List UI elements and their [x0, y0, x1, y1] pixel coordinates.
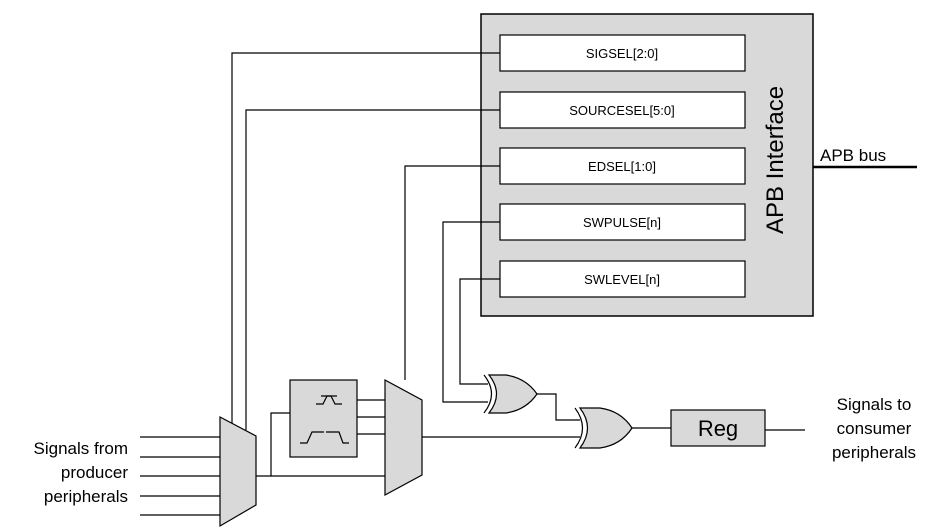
falling-edge-icon: [326, 431, 349, 444]
apb-interface-title: APB Interface: [762, 86, 789, 234]
edsel-wire: [404, 165, 500, 380]
register-sigsel: SIGSEL[2:0]: [499, 34, 746, 72]
reg-block: Reg: [670, 409, 766, 447]
edge-detector-block: [289, 379, 358, 458]
swlevel-wire: [459, 278, 500, 385]
register-label: SIGSEL[2:0]: [586, 46, 658, 61]
rising-edge-icon: [316, 395, 337, 405]
register-label: SOURCESEL[5:0]: [569, 103, 675, 118]
register-label: SWPULSE[n]: [583, 215, 661, 230]
apb-bus-label: APB bus: [820, 146, 886, 165]
edge-select-mux: [384, 378, 423, 497]
register-swlevel: SWLEVEL[n]: [499, 260, 746, 298]
register-label: SWLEVEL[n]: [584, 272, 660, 287]
outputs-label-line: consumer: [837, 419, 912, 438]
inputs-label-line: peripherals: [44, 487, 128, 506]
apb-interface-block: APB Interface SIGSEL[2:0] SOURCESEL[5:0]…: [480, 13, 814, 317]
register-label: EDSEL[1:0]: [588, 159, 656, 174]
or-input-wires: [422, 393, 580, 438]
rising-edge-icon: [300, 431, 324, 444]
falling-edge-icon: [321, 395, 342, 405]
source-select-mux: [219, 416, 257, 528]
inputs-label-line: Signals from: [34, 439, 128, 458]
mux-output-wires: [256, 399, 385, 477]
swpulse-wire: [442, 221, 500, 403]
or-gate: [574, 407, 633, 449]
sigsel-wire: [231, 52, 500, 425]
inputs-label: Signals from producer peripherals: [34, 439, 129, 506]
outputs-label-line: peripherals: [832, 443, 916, 462]
register-sourcesel: SOURCESEL[5:0]: [499, 91, 746, 129]
reg-label: Reg: [698, 416, 738, 441]
outputs-label-line: Signals to: [837, 395, 912, 414]
outputs-label: Signals to consumer peripherals: [832, 395, 916, 462]
control-wires: [231, 52, 500, 430]
register-swpulse: SWPULSE[n]: [499, 203, 746, 241]
inputs-label-line: producer: [61, 463, 128, 482]
register-edsel: EDSEL[1:0]: [499, 147, 746, 185]
apb-bus: APB bus: [813, 146, 917, 169]
xor-gate: [483, 374, 538, 414]
sourcesel-wire: [245, 109, 500, 430]
input-signal-lines: [140, 436, 220, 516]
